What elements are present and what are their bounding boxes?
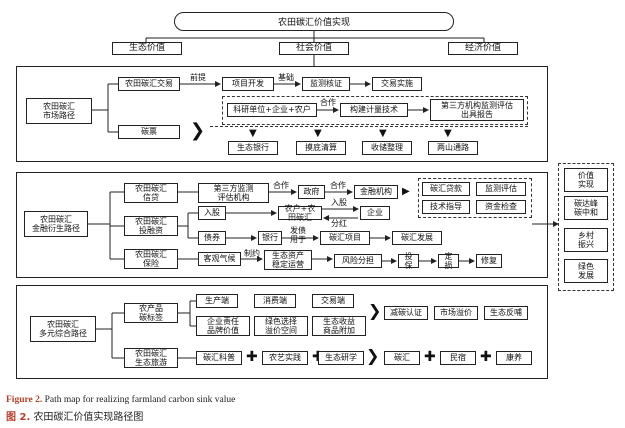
edge-coop: 合作 xyxy=(320,98,336,107)
green-choice-box: 绿色选择 溢价空间 xyxy=(254,316,308,336)
ticket-dashed-group xyxy=(210,126,528,136)
value-social: 社会价值 xyxy=(279,42,349,55)
edge-coop-1: 合作 xyxy=(273,181,289,190)
carbon-dev-box: 碳汇发展 xyxy=(392,231,442,245)
invest-box: 农田碳汇 投融资 xyxy=(124,216,178,236)
service-monitor: 监测评估 xyxy=(476,182,526,196)
study-box: 生态研学 xyxy=(318,351,364,365)
farming-box: 农艺实践 xyxy=(262,351,308,365)
caption-cn-number: 图 2. xyxy=(6,412,31,423)
multi-path-label: 农田碳汇 多元综合路径 xyxy=(30,316,96,342)
carbon-ticket-box: 碳票 xyxy=(118,125,180,139)
trade-impl-box: 交易实施 xyxy=(372,77,422,91)
restore-box: 修复 xyxy=(476,254,502,268)
eco-assets-box: 生态资产 稳定运营 xyxy=(264,250,312,270)
down-arrow-icon: ▼ xyxy=(379,128,387,139)
market-section xyxy=(16,66,548,162)
right-value-carbon-peak: 碳达峰 碳中和 xyxy=(564,196,608,220)
project-dev-box: 项目开发 xyxy=(222,77,274,91)
bond-box: 债券 xyxy=(198,231,226,245)
services-dashed-group xyxy=(418,178,532,218)
market-path-label: 农田碳汇 市场路径 xyxy=(26,98,92,124)
plus-icon: ✚ xyxy=(480,349,492,365)
edge-dividend: 分红 xyxy=(331,219,347,228)
arrow-right-icon: ❯ xyxy=(190,120,206,141)
finance-path-label: 农田碳汇 金融衍生路径 xyxy=(24,211,88,237)
risk-share-box: 风险分担 xyxy=(334,254,382,268)
value-realization-group xyxy=(558,163,614,291)
result-feedback: 生态反哺 xyxy=(484,306,528,320)
edge-equity: 入股 xyxy=(331,198,347,207)
down-arrow-icon: ▼ xyxy=(314,128,322,139)
arrow-right-icon: ▶ xyxy=(402,186,410,197)
right-value-realize: 价值 实现 xyxy=(564,168,608,192)
result-premium: 市场溢价 xyxy=(434,306,478,320)
government-box: 政府 xyxy=(298,185,325,199)
edge-issue: 发债 用于 xyxy=(290,226,306,244)
diagram-title: 农田碳汇价值实现 xyxy=(174,12,454,31)
carbon-project-box: 碳汇项目 xyxy=(320,231,370,245)
loss-assess-box: 定损 xyxy=(438,252,459,270)
producer-box: 生产端 xyxy=(196,294,238,308)
result-wellness: 康养 xyxy=(496,351,532,365)
result-carbon: 碳汇 xyxy=(384,351,420,365)
right-value-rural: 乡村 振兴 xyxy=(564,228,608,252)
caption-en-number: Figure 2. xyxy=(6,395,43,405)
right-value-green: 绿色 发展 xyxy=(564,259,608,283)
corp-resp-box: 企业责任 品牌价值 xyxy=(196,316,250,336)
carbon-label-box: 农产品 碳标签 xyxy=(124,303,178,323)
carbon-trading-box: 农田碳汇交易 xyxy=(118,77,180,91)
equity-box: 入股 xyxy=(198,206,226,220)
eco-income-box: 生态收益 商品附加 xyxy=(312,316,366,336)
method-box: 构建计量技术 xyxy=(340,103,408,117)
outcome-storage: 收储整理 xyxy=(362,141,412,155)
consumer-box: 消费端 xyxy=(254,294,296,308)
down-arrow-icon: ▼ xyxy=(444,128,452,139)
arrow-right-icon: ❯ xyxy=(366,346,380,365)
tourism-box: 农田碳汇 生态旅游 xyxy=(124,348,178,368)
third-eval-box: 第三方监测 评估机构 xyxy=(198,183,269,203)
arrow-right-icon: ❯ xyxy=(368,301,382,320)
result-homestay: 民宿 xyxy=(440,351,476,365)
edge-basis: 基础 xyxy=(278,73,294,82)
caption-en-text: Path map for realizing farmland carbon s… xyxy=(44,395,236,405)
plus-icon: ✚ xyxy=(424,349,436,365)
mrv-box: 监测核证 xyxy=(302,77,350,91)
trade-end-box: 交易端 xyxy=(312,294,354,308)
caption-english: Figure 2. Path map for realizing farmlan… xyxy=(6,395,235,405)
service-loan: 碳汇贷款 xyxy=(422,182,470,196)
farmer-coop-box: 农户+农田碳汇 xyxy=(278,204,322,222)
value-ecological: 生态价值 xyxy=(112,42,182,55)
partners-box: 科研单位+企业+农户 xyxy=(227,103,317,117)
edge-coop-2: 合作 xyxy=(330,181,346,190)
science-box: 碳汇科普 xyxy=(196,351,242,365)
value-economic: 经济价值 xyxy=(448,42,518,55)
outcome-two-mountains: 两山通路 xyxy=(428,141,478,155)
edge-constrain: 制约 xyxy=(244,249,260,258)
outcome-eco-bank: 生态银行 xyxy=(228,141,278,155)
service-tech: 技术指导 xyxy=(422,200,470,214)
result-cert: 减碳认证 xyxy=(384,306,428,320)
partners-dashed-group xyxy=(222,96,528,125)
weather-box: 客观气候 xyxy=(198,252,241,266)
multi-section xyxy=(16,285,548,379)
fin-inst-box: 金融机构 xyxy=(354,185,398,199)
outcome-clearing: 摸底清算 xyxy=(296,141,346,155)
enterprise-box: 企业 xyxy=(360,206,390,220)
plus-icon: ✚ xyxy=(312,350,324,364)
insure-box: 投保 xyxy=(398,252,419,270)
credit-box: 农田碳汇 信贷 xyxy=(124,183,178,203)
caption-chinese: 图 2. 农田碳汇价值实现路径图 xyxy=(6,408,143,423)
finance-section xyxy=(16,172,548,278)
bank-box: 银行 xyxy=(258,231,282,245)
edge-premise: 前提 xyxy=(190,73,206,82)
third-party-report-box: 第三方机构监测评估 出具报告 xyxy=(430,99,524,121)
plus-icon: ✚ xyxy=(246,349,258,365)
service-fund-check: 资金检查 xyxy=(476,200,526,214)
down-arrow-icon: ▼ xyxy=(249,128,257,139)
caption-cn-text: 农田碳汇价值实现路径图 xyxy=(33,412,144,423)
insurance-box: 农田碳汇 保险 xyxy=(124,249,178,269)
